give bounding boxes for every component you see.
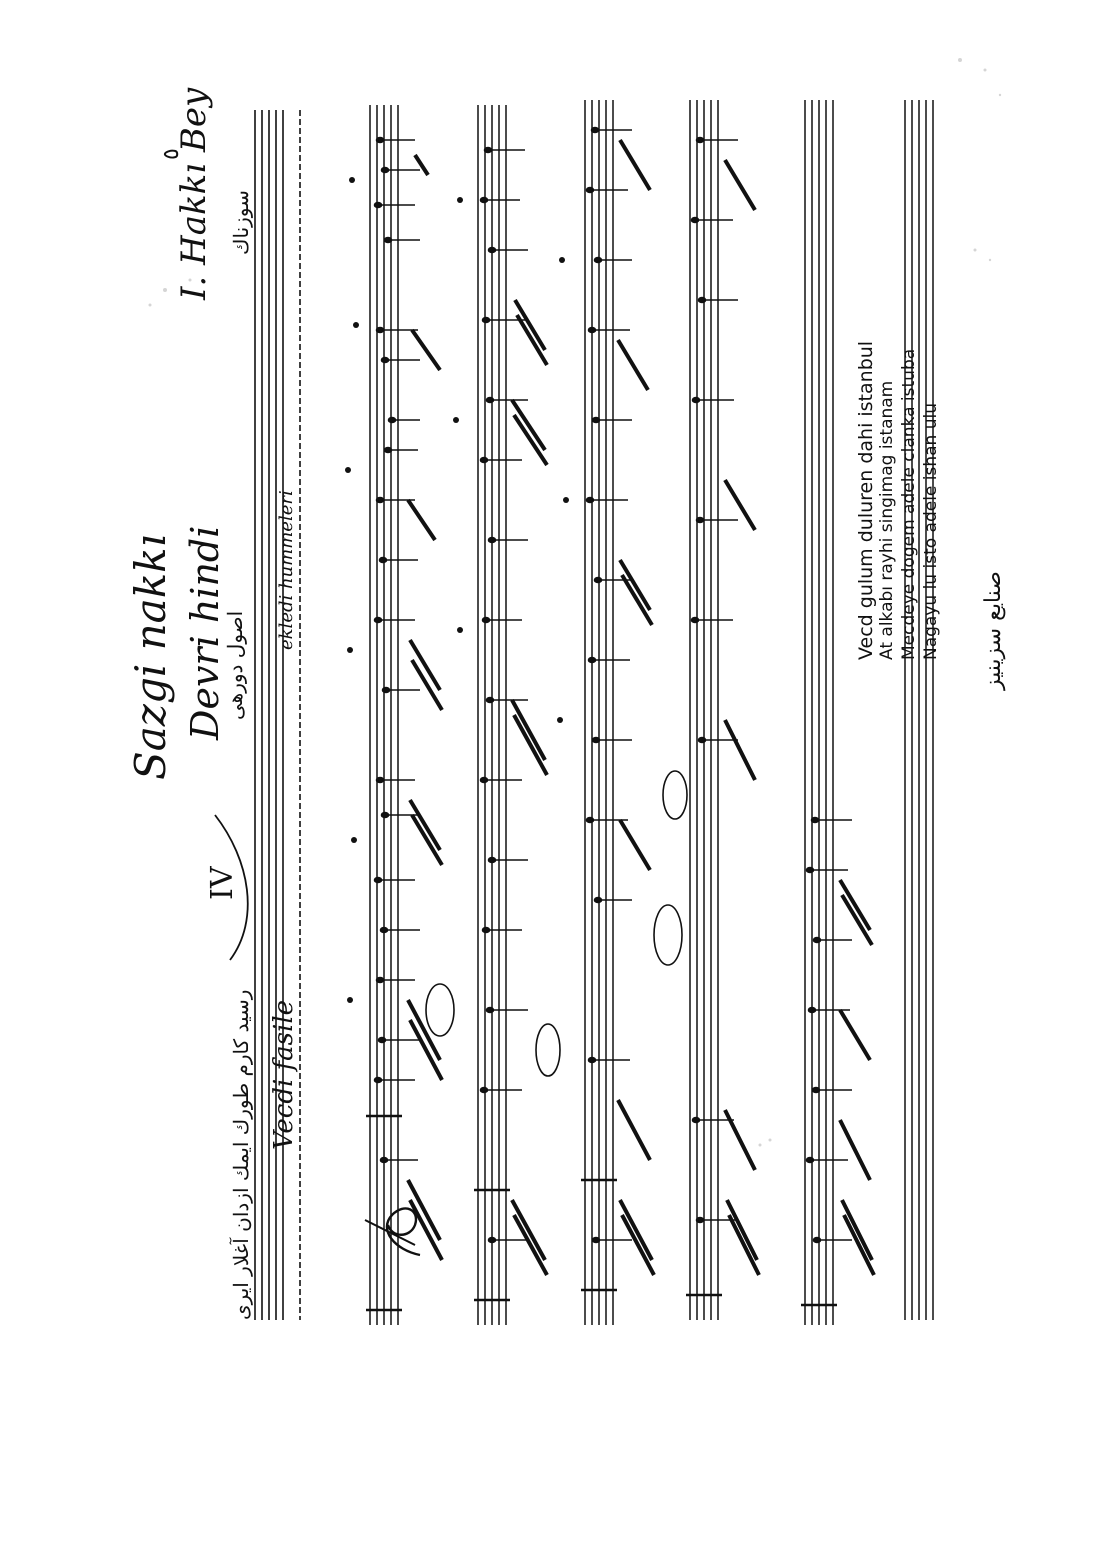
notes-staff-3 (479, 146, 549, 1276)
staff-5 (689, 100, 719, 1320)
notes-staff-5 (690, 136, 761, 1276)
verse-line-4: Nagayu lu isto adele ishan ulu (921, 403, 941, 660)
notes-staff-4 (585, 126, 656, 1276)
treble-clef (364, 1207, 421, 1257)
page-title: Sazgi nakkı (126, 534, 175, 780)
verse-line-3: Mecdeye dogem adele clanka istuba (899, 349, 919, 660)
syllable-marks (345, 177, 569, 1003)
staff-7 (904, 100, 934, 1320)
staff-2 (369, 105, 399, 1325)
scan-noise (148, 58, 1002, 1147)
notes-staff-6 (805, 816, 876, 1276)
page-number: IV (205, 865, 240, 900)
left-arabic-title: رسید کارم طورك ایمك ازدان آغلار ایری (229, 990, 253, 1320)
verse-block: Vecd gulum duluren dahi istanbul At alka… (855, 341, 1006, 691)
handwritten-header: Sazgi nakkı Devri hindi I. Hakkı Bey ٥ س… (126, 87, 253, 1320)
rhythm-label: اصول دورهی (223, 611, 247, 720)
lyric-lines: Vecdi fasile ekledi hummeleri (269, 490, 299, 1150)
lyric-line-1: Vecdi fasile (269, 1000, 299, 1150)
large-curve-mark (214, 814, 249, 961)
staff-1 (254, 110, 301, 1320)
circled-annotations (425, 770, 688, 1077)
staff-6 (804, 100, 834, 1325)
barlines (366, 1114, 837, 1312)
lyric-line-2: ekledi hummeleri (276, 490, 297, 650)
staff-4 (584, 100, 614, 1325)
small-number: ٥ (159, 148, 184, 160)
footer-arabic: صنايع سزينيز (981, 571, 1006, 691)
page-subtitle: Devri hindi (183, 526, 227, 741)
top-arabic-label: سوزناك (229, 190, 253, 255)
notes-staff-2 (373, 136, 444, 1261)
composer-name: I. Hakkı Bey (174, 87, 214, 301)
verse-line-2: At alkabı rayhi singimag istanam (877, 381, 897, 660)
verse-line-1: Vecd gulum duluren dahi istanbul (855, 341, 877, 660)
staff-3 (477, 105, 507, 1325)
